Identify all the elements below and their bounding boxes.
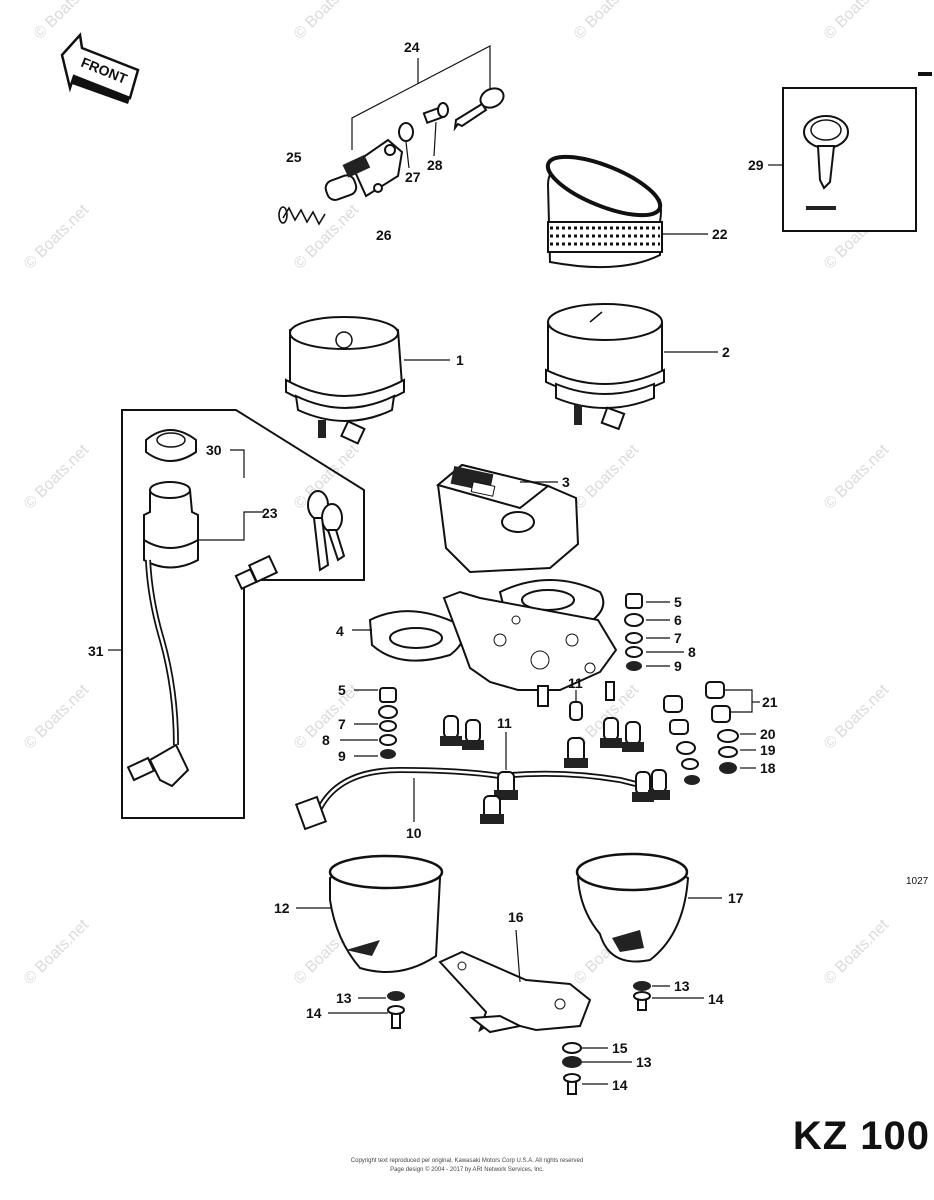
callout-9: 9 xyxy=(674,658,682,674)
callout-11: 11 xyxy=(568,675,583,691)
lock-set-group: 24 25 26 27 28 xyxy=(278,39,505,243)
callout-20: 20 xyxy=(760,726,776,742)
figure-code: 1027 xyxy=(906,876,929,887)
watermark: © Boats.net xyxy=(291,0,363,43)
bottom-fasteners: 13 14 13 14 15 13 14 xyxy=(306,978,724,1095)
far-right-fastener-stack: 21 20 19 18 xyxy=(663,681,778,785)
ignition-switch-icon xyxy=(143,481,199,569)
callout-22: 22 xyxy=(712,226,728,242)
callout-16: 16 xyxy=(508,909,524,925)
watermark: © Boats.net xyxy=(821,916,893,988)
callout-30: 30 xyxy=(206,442,222,458)
mounting-bracket-icon: 16 xyxy=(438,909,592,1034)
callout-1: 1 xyxy=(456,352,464,368)
callout-11: 11 xyxy=(497,715,512,731)
callout-5: 5 xyxy=(338,682,346,698)
model-label: KZ 100 xyxy=(792,1114,930,1158)
callout-23: 23 xyxy=(262,505,278,521)
callout-31: 31 xyxy=(88,643,104,659)
spring-icon xyxy=(278,206,326,226)
callout-27: 27 xyxy=(405,169,421,185)
meter-cover-icon: 22 xyxy=(545,154,728,269)
callout-19: 19 xyxy=(760,742,776,758)
callout-8: 8 xyxy=(322,732,330,748)
pin-icon xyxy=(422,102,449,125)
callout-13: 13 xyxy=(336,990,352,1006)
indicator-housing-icon: 3 xyxy=(435,463,580,574)
washer-icon xyxy=(398,122,414,142)
lock-cylinder-icon xyxy=(324,138,404,201)
copyright-line: Page design © 2004 - 2017 by ARI Network… xyxy=(390,1167,544,1173)
callout-13: 13 xyxy=(636,1054,652,1070)
callout-7: 7 xyxy=(338,716,346,732)
connector-icon xyxy=(126,743,190,788)
callout-2: 2 xyxy=(722,344,730,360)
watermark: © Boats.net xyxy=(31,0,103,43)
callout-29: 29 xyxy=(748,157,764,173)
key-icon xyxy=(453,87,505,132)
watermark: © Boats.net xyxy=(821,0,893,43)
callout-10: 10 xyxy=(406,825,422,841)
watermark: © Boats.net xyxy=(21,916,93,988)
meter-wiring-harness: 11 11 10 xyxy=(294,675,670,841)
meter-case-left-icon: 12 xyxy=(274,854,444,973)
callout-5: 5 xyxy=(674,594,682,610)
callout-14: 14 xyxy=(306,1005,322,1021)
callout-28: 28 xyxy=(427,157,443,173)
watermark: © Boats.net xyxy=(21,441,93,513)
callout-14: 14 xyxy=(708,991,724,1007)
callout-24: 24 xyxy=(404,39,420,55)
watermark: © Boats.net xyxy=(21,681,93,753)
callout-14: 14 xyxy=(612,1077,628,1093)
margin-mark xyxy=(918,72,932,76)
callout-13: 13 xyxy=(674,978,690,994)
callout-3: 3 xyxy=(562,474,570,490)
key-card: 29 xyxy=(748,87,917,232)
bulb-socket-icon xyxy=(234,554,279,591)
bulb-socket-icon xyxy=(440,701,670,824)
callout-25: 25 xyxy=(286,149,302,165)
meter-case-right-icon: 17 xyxy=(575,852,744,963)
callout-17: 17 xyxy=(728,890,744,906)
right-fastener-stack: 5 6 7 8 9 xyxy=(624,593,696,674)
watermark: © Boats.net xyxy=(821,441,893,513)
callout-18: 18 xyxy=(760,760,776,776)
callout-9: 9 xyxy=(338,748,346,764)
callout-26: 26 xyxy=(376,227,392,243)
callout-15: 15 xyxy=(612,1040,628,1056)
front-arrow-icon: FRONT xyxy=(60,32,140,104)
ignition-switch-panel: 30 23 31 xyxy=(88,409,365,819)
callout-6: 6 xyxy=(674,612,682,628)
callout-7: 7 xyxy=(674,630,682,646)
callout-4: 4 xyxy=(336,623,344,639)
callout-8: 8 xyxy=(688,644,696,660)
callout-12: 12 xyxy=(274,900,290,916)
nut-icon xyxy=(145,429,197,462)
watermark: © Boats.net xyxy=(571,441,643,513)
left-fastener-stack: 5 7 8 9 xyxy=(322,682,398,764)
watermark: © Boats.net xyxy=(571,0,643,43)
speedometer-icon: 1 xyxy=(285,316,464,445)
watermark: © Boats.net xyxy=(21,201,93,273)
meter-bracket-icon: 4 xyxy=(336,579,618,707)
watermark: © Boats.net xyxy=(821,681,893,753)
tachometer-icon: 2 xyxy=(545,303,730,431)
copyright-line: Copyright text reproduced per original, … xyxy=(350,1158,584,1164)
callout-21: 21 xyxy=(762,694,778,710)
key-icon xyxy=(307,490,346,572)
